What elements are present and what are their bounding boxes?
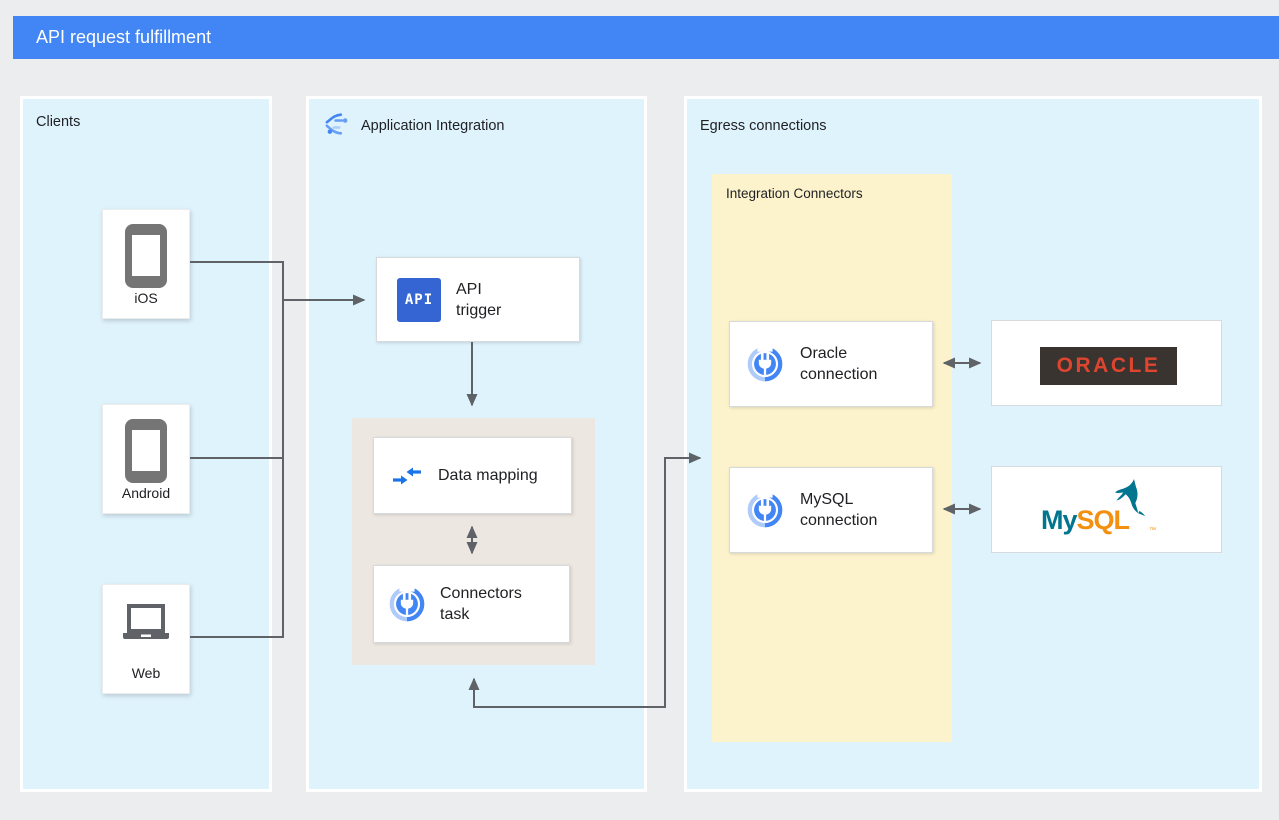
api-icon: API xyxy=(397,277,441,322)
client-ios-label: iOS xyxy=(134,290,158,306)
mysql-trademark: ™ xyxy=(1149,527,1156,534)
data-mapping-node: Data mapping xyxy=(373,437,572,514)
application-integration-panel-label: Application Integration xyxy=(361,118,505,134)
mysql-logo: MySQL xyxy=(1041,505,1130,535)
oracle-connection-label: Oracle connection xyxy=(800,345,878,383)
oracle-connection-node: Oracle connection xyxy=(729,321,933,407)
data-mapping-label: Data mapping xyxy=(438,467,538,484)
mysql-dolphin-icon xyxy=(1115,479,1145,516)
connector-plug-icon xyxy=(747,491,783,528)
integration-connectors-group: Integration Connectors xyxy=(712,174,952,742)
connectors-task-label: Connectors task xyxy=(440,585,522,623)
mysql-connection-node: MySQL connection xyxy=(729,467,933,553)
api-trigger-label: API trigger xyxy=(456,280,502,319)
integration-connectors-group-label: Integration Connectors xyxy=(726,186,863,201)
connectors-task-node: Connectors task xyxy=(373,565,570,643)
laptop-icon xyxy=(103,604,189,644)
application-integration-icon xyxy=(325,113,348,135)
egress-connections-panel-label: Egress connections xyxy=(700,118,827,134)
mysql-connection-label: MySQL connection xyxy=(800,491,878,529)
smartphone-icon xyxy=(103,223,189,289)
diagram-title-bar: API request fulfillment xyxy=(13,16,1279,59)
client-android-label: Android xyxy=(121,485,171,501)
data-mapping-icon xyxy=(393,467,421,484)
client-ios-card: iOS xyxy=(102,209,190,319)
client-android-card: Android xyxy=(102,404,190,514)
clients-panel-label: Clients xyxy=(36,114,81,130)
mysql-logo-card: MySQL ™ xyxy=(991,466,1222,553)
connector-plug-icon xyxy=(747,345,783,382)
client-web-card: Web xyxy=(102,584,190,694)
smartphone-icon xyxy=(103,418,189,484)
api-trigger-node: API API trigger xyxy=(376,257,580,342)
diagram-title: API request fulfillment xyxy=(36,27,212,47)
oracle-logo-card: ORACLE xyxy=(991,320,1222,406)
oracle-logo: ORACLE xyxy=(1040,347,1177,385)
client-web-label: Web xyxy=(131,665,161,681)
connector-plug-icon xyxy=(389,585,425,622)
